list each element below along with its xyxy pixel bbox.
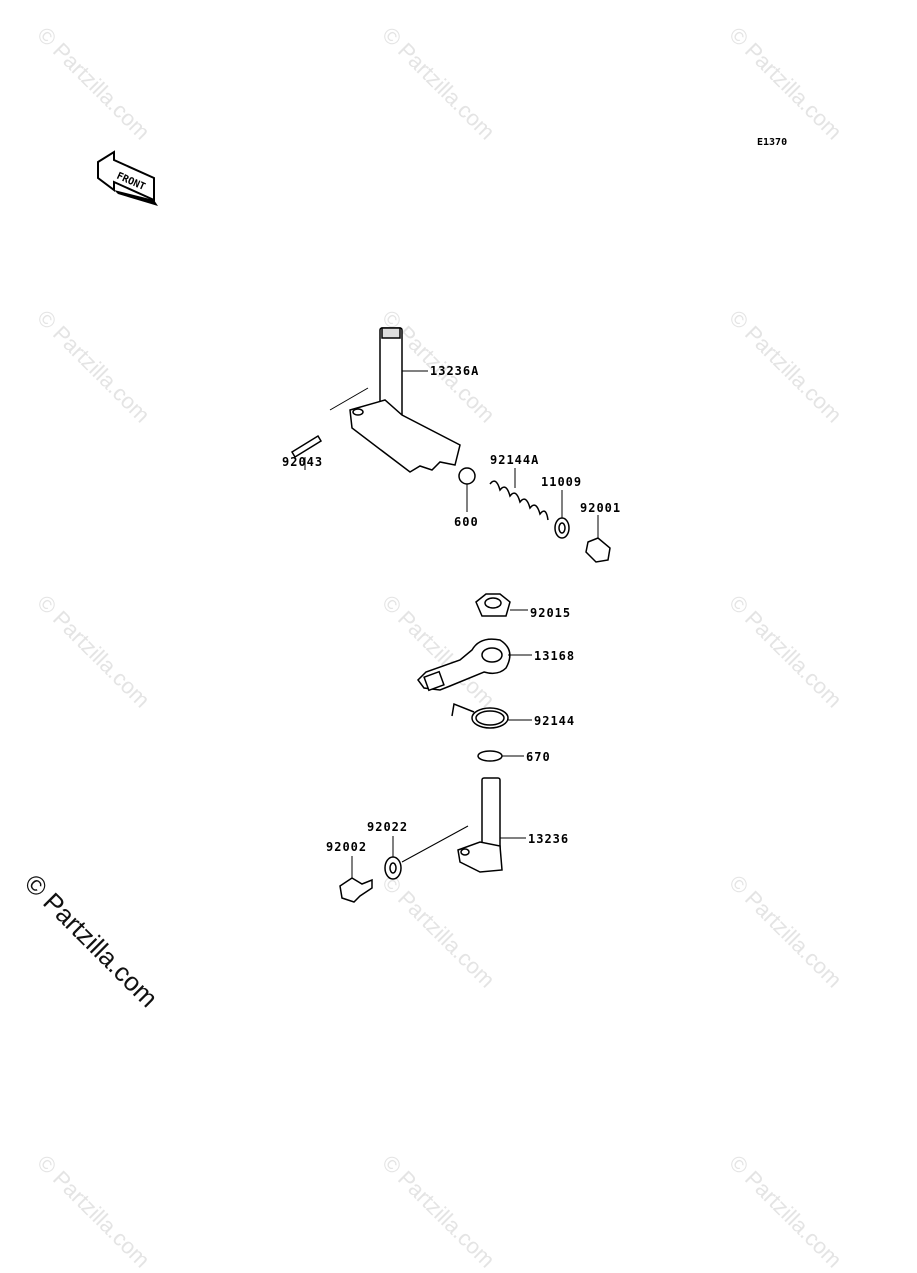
torsion-spring-part <box>471 707 509 729</box>
part-label[interactable]: 13236 <box>528 832 570 846</box>
spring-part <box>489 480 549 521</box>
part-label[interactable]: 92002 <box>326 840 368 854</box>
part-label[interactable]: 92144A <box>490 453 540 467</box>
parts-diagram <box>290 327 611 903</box>
shift-plate-part <box>349 399 461 473</box>
part-label[interactable]: 670 <box>526 750 551 764</box>
part-label[interactable]: 92001 <box>580 501 622 515</box>
ball-part <box>458 467 476 485</box>
part-label[interactable]: 11009 <box>541 475 583 489</box>
part-label[interactable]: 13236A <box>430 364 480 378</box>
diagram-code: E1370 <box>757 137 788 148</box>
part-label[interactable]: 92022 <box>367 820 409 834</box>
part-label[interactable]: 13168 <box>534 649 576 663</box>
ring-part <box>477 750 503 762</box>
front-arrow-icon: FRONT <box>97 150 158 206</box>
part-label[interactable]: 600 <box>454 515 479 529</box>
part-label[interactable]: 92043 <box>282 455 324 469</box>
pin-part <box>290 434 323 459</box>
bolt-part <box>339 877 373 903</box>
part-label[interactable]: 92144 <box>534 714 576 728</box>
plug-part <box>585 537 611 563</box>
part-label[interactable]: 92015 <box>530 606 572 620</box>
